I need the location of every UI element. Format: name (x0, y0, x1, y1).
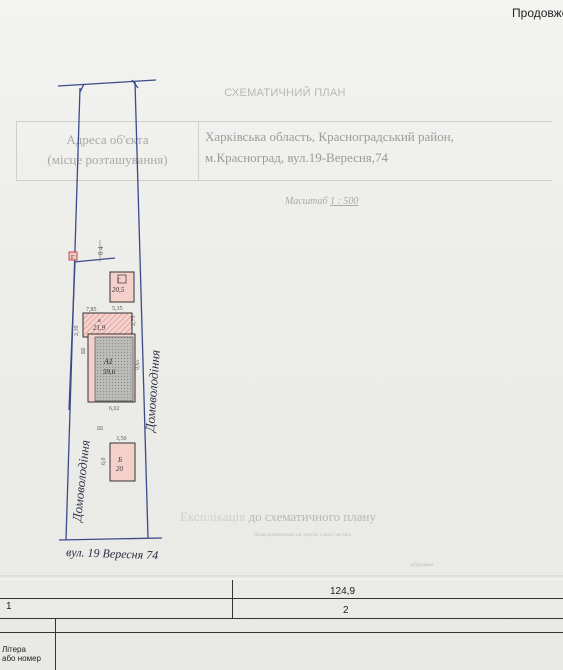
building-b-letter: Б (117, 456, 122, 464)
dim-b-marker: Ш (97, 426, 103, 432)
building-b: Б 20 3,50 6,0 Ш (97, 426, 136, 482)
dim-a1-height: 9,65 (135, 360, 141, 371)
dim-left-1: 2,10 (74, 326, 80, 337)
address-value: Харківська область, Красноградський райо… (205, 129, 454, 165)
explication-heading: Експлікація до схематичного плану (180, 509, 376, 524)
dim-b-height: 6,0 (101, 458, 107, 466)
marker-letter: Г (71, 255, 75, 261)
building-g: 20,5 Г 5,35 (109, 271, 135, 312)
building-a1: А1 59,6 9,65 6,02 2,10 Ш (74, 326, 141, 413)
total-area: 124,9 (330, 586, 356, 597)
dim-a1-width: 6,02 (109, 406, 120, 412)
building-a: 21,9 а 7,85 2,75 (82, 307, 137, 338)
explication-note: Назва приміщення, кв. метрів, з яких час… (254, 533, 351, 538)
building-a1-letter: А1 (103, 357, 113, 366)
continued-note: Продовжен (512, 6, 563, 20)
column-number: 2 (343, 605, 349, 616)
dim-b-width: 3,50 (116, 436, 127, 442)
dim-a-width: 7,85 (86, 307, 97, 313)
neighbor-label-right: Домоволодіння (142, 349, 163, 434)
row-number: 1 (6, 601, 12, 612)
page-fold (0, 575, 563, 580)
building-a-area: 21,9 (93, 324, 106, 332)
building-a-letter: а (98, 318, 101, 324)
dim-left-2: Ш (81, 348, 87, 354)
plan-title: СХЕМАТИЧНИЙ ПЛАН (224, 87, 346, 99)
top-dim: 0 4 (97, 246, 105, 255)
building-g-area: 20,5 (112, 286, 125, 294)
column-header: Літера або номер (2, 645, 41, 663)
plot-boundary (57, 79, 163, 541)
building-b-area: 20 (116, 465, 124, 473)
dim-g-width: 5,35 (112, 306, 123, 312)
scale-label: Масштаб 1 : 500 (285, 196, 359, 207)
building-g-letter: Г (117, 278, 121, 284)
scale-value: 1 : 500 (330, 196, 359, 207)
street-label: вул. 19 Вересня 74 (66, 545, 159, 562)
neighbor-label-left: Домоволодіння (69, 439, 93, 524)
dim-a-height: 2,75 (131, 316, 137, 327)
building-a1-area: 59,6 (103, 368, 116, 376)
explication-note-2: забудована (410, 563, 434, 568)
address-table: Адреса об'єкта (місце розташування) Харк… (16, 121, 552, 181)
explication-table: 124,9 1 2 Літера або номер (0, 580, 563, 670)
marker-square (68, 251, 78, 261)
